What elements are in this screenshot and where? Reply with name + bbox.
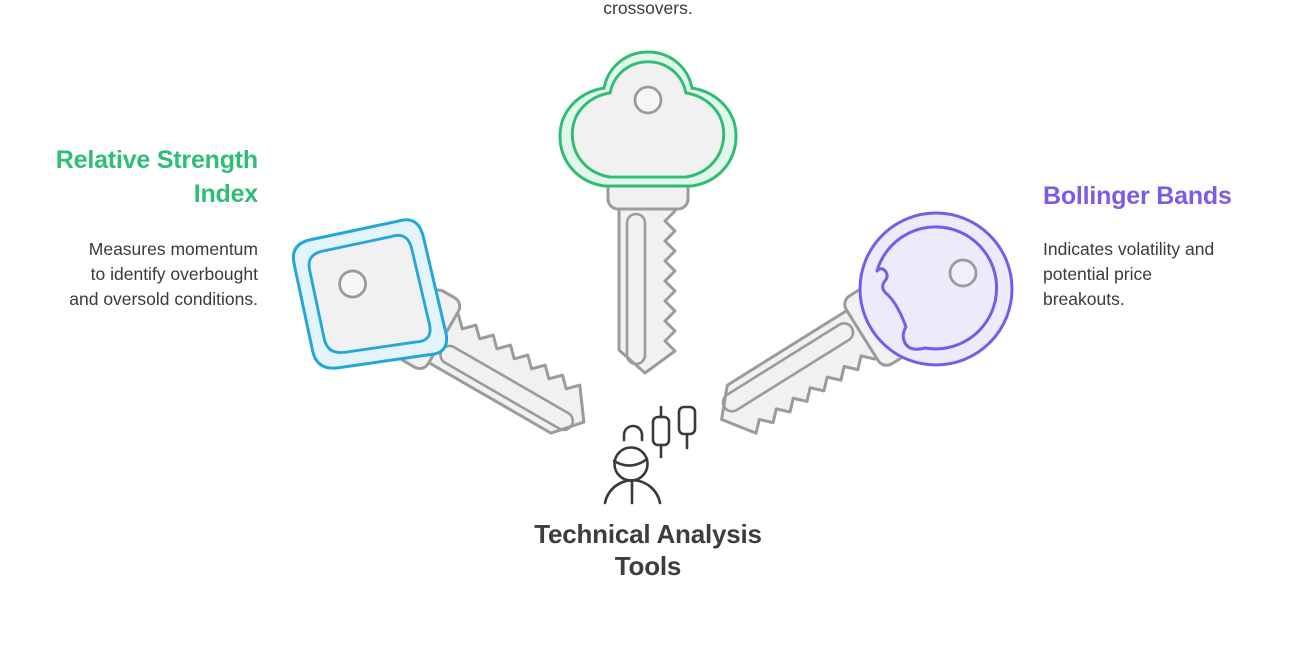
keyhole-icon	[948, 258, 978, 288]
top-item-caption: crossovers.	[603, 0, 693, 18]
keyhole-icon	[633, 85, 663, 115]
cloud-head-key-icon	[558, 50, 738, 375]
diagram-title: Technical Analysis Tools	[0, 518, 1296, 582]
rsi-desc-line3: and oversold conditions.	[69, 289, 258, 309]
person-shoulders	[603, 478, 662, 505]
bollinger-desc-line3: breakouts.	[1043, 289, 1125, 309]
keyhole-icon	[338, 269, 367, 299]
bollinger-desc-line2: potential price	[1043, 264, 1152, 284]
candlestick-body	[651, 415, 671, 447]
bollinger-desc-line1: Indicates volatility and	[1043, 239, 1215, 259]
rsi-title: Relative Strength Index	[0, 143, 258, 211]
rsi-text-block: Relative Strength Index Measures momentu…	[0, 143, 258, 312]
rsi-description: Measures momentum to identify overbought…	[0, 237, 258, 312]
round-head-key-icon	[700, 211, 1014, 458]
person-face-line	[612, 457, 649, 467]
arc-mark	[622, 424, 644, 442]
rsi-desc-line2: to identify overbought	[90, 264, 258, 284]
diagram-title-line2: Tools	[614, 551, 682, 581]
bollinger-text-block: Bollinger Bands Indicates volatility and…	[1043, 179, 1293, 312]
rsi-desc-line1: Measures momentum	[88, 239, 258, 259]
rsi-title-line1: Relative Strength	[55, 146, 258, 174]
analyst-with-candlesticks-icon	[603, 405, 697, 505]
candlestick-body	[677, 405, 697, 436]
diagram-title-line1: Technical Analysis	[534, 519, 762, 549]
bollinger-title: Bollinger Bands	[1043, 182, 1232, 210]
bollinger-description: Indicates volatility and potential price…	[1043, 237, 1293, 312]
square-head-key-icon	[291, 218, 607, 456]
rsi-title-line2: Index	[193, 180, 258, 208]
